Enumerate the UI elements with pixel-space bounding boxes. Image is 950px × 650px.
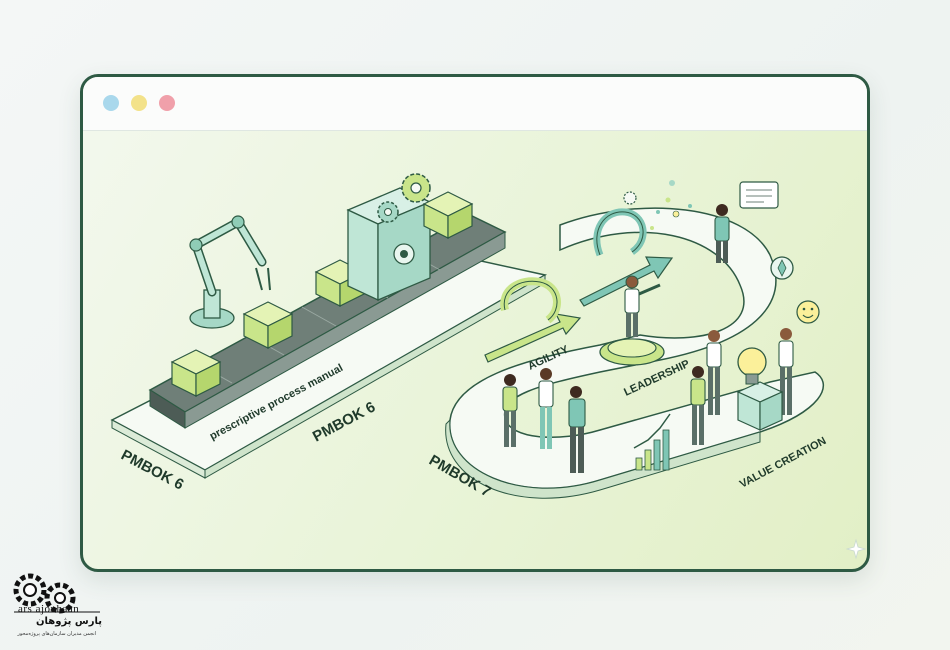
logo-brand-en: ars ajouhaan bbox=[18, 603, 80, 615]
robot-arm bbox=[189, 215, 271, 329]
person-team-2 bbox=[538, 368, 554, 449]
cycle-icon bbox=[500, 277, 561, 324]
box-2 bbox=[242, 301, 294, 349]
logo-brand-fa: پارس پژوهان bbox=[36, 616, 102, 627]
expand-window-button[interactable] bbox=[103, 95, 119, 111]
compass-icon bbox=[770, 256, 794, 280]
person-leader bbox=[624, 275, 661, 337]
gear-icon bbox=[44, 582, 76, 614]
lightbulb-icon bbox=[736, 347, 784, 431]
chat-bubble-icon bbox=[739, 181, 779, 209]
box-1 bbox=[170, 349, 222, 397]
person-presenter bbox=[714, 204, 730, 263]
arrow-icon bbox=[484, 313, 582, 363]
person-team-6 bbox=[778, 328, 794, 415]
leadership-podium bbox=[599, 338, 665, 366]
gear-icon bbox=[13, 573, 47, 607]
logo-tagline: انجمن مدیران سازمان‌های پروژه‌محور bbox=[17, 631, 96, 637]
gear-icon bbox=[623, 191, 637, 205]
close-window-button[interactable] bbox=[159, 95, 175, 111]
smiley-icon bbox=[796, 300, 820, 324]
sparkle-dots bbox=[650, 180, 692, 230]
gear-icon bbox=[401, 173, 431, 203]
cycle-icon bbox=[593, 208, 647, 257]
title-bar bbox=[83, 77, 867, 131]
person-team-3 bbox=[568, 386, 586, 473]
minimize-window-button[interactable] bbox=[131, 95, 147, 111]
gear-icon bbox=[377, 201, 399, 223]
growth-bar-chart-icon bbox=[633, 413, 671, 471]
person-team-1 bbox=[502, 374, 518, 447]
box-4 bbox=[422, 191, 474, 239]
company-logo bbox=[13, 573, 100, 614]
sparkle-icon bbox=[845, 538, 867, 560]
person-team-5 bbox=[690, 366, 706, 445]
person-team-4 bbox=[706, 330, 722, 415]
